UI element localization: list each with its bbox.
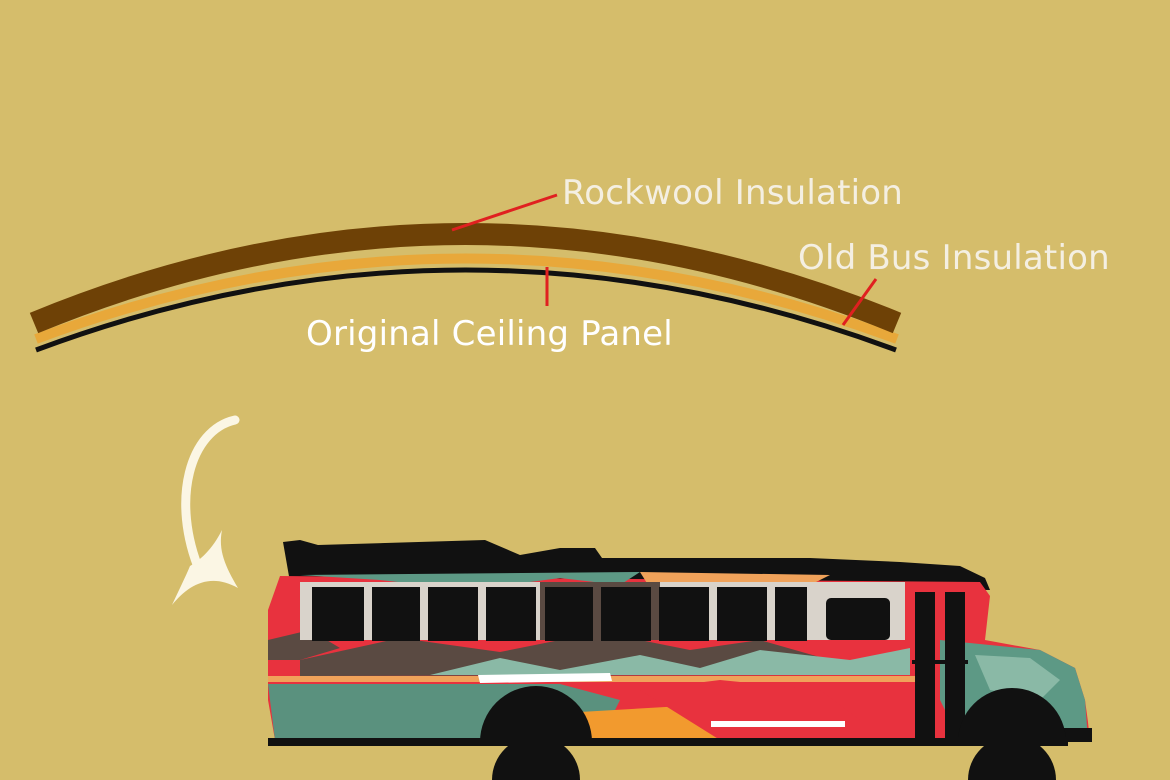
bus-door — [912, 592, 968, 740]
old-bus-insulation-label: Old Bus Insulation — [798, 238, 1110, 278]
ceiling-cross-section — [29, 223, 902, 353]
window — [826, 598, 890, 640]
window — [545, 587, 593, 641]
window — [601, 587, 651, 641]
bus-windows — [312, 587, 890, 641]
hood-mint — [975, 655, 1060, 700]
rear-wheel — [492, 736, 580, 780]
bus-illustration — [268, 540, 1092, 780]
window — [486, 587, 536, 641]
window — [372, 587, 420, 641]
old-bus-insulation-layer — [34, 253, 899, 344]
curved-arrow-icon — [172, 415, 240, 605]
body-patch-brown-mid — [300, 632, 830, 676]
window — [428, 587, 478, 641]
body-patch-mint — [430, 648, 910, 675]
body-stripe-white — [478, 673, 612, 683]
original-ceiling-panel-label: Original Ceiling Panel — [306, 314, 673, 354]
ceiling-panel-layer — [35, 267, 897, 353]
window — [659, 587, 709, 641]
rockwool-leader-line — [451, 193, 558, 232]
window — [717, 587, 767, 641]
body-patch-teal-top — [300, 572, 640, 590]
rockwool-insulation-label: Rockwool Insulation — [562, 173, 903, 213]
window — [775, 587, 807, 641]
window — [312, 587, 364, 641]
leader-lines — [451, 193, 878, 326]
old-bus-leader-line — [841, 278, 878, 326]
rockwool-insulation-layer — [29, 223, 902, 334]
side-light-stripe — [709, 719, 847, 729]
front-wheel-arch — [958, 688, 1066, 742]
front-wheel — [968, 736, 1056, 780]
rear-wheel-arch — [480, 686, 592, 742]
bus-underside — [268, 738, 1068, 746]
bus-wheels — [480, 686, 1066, 780]
